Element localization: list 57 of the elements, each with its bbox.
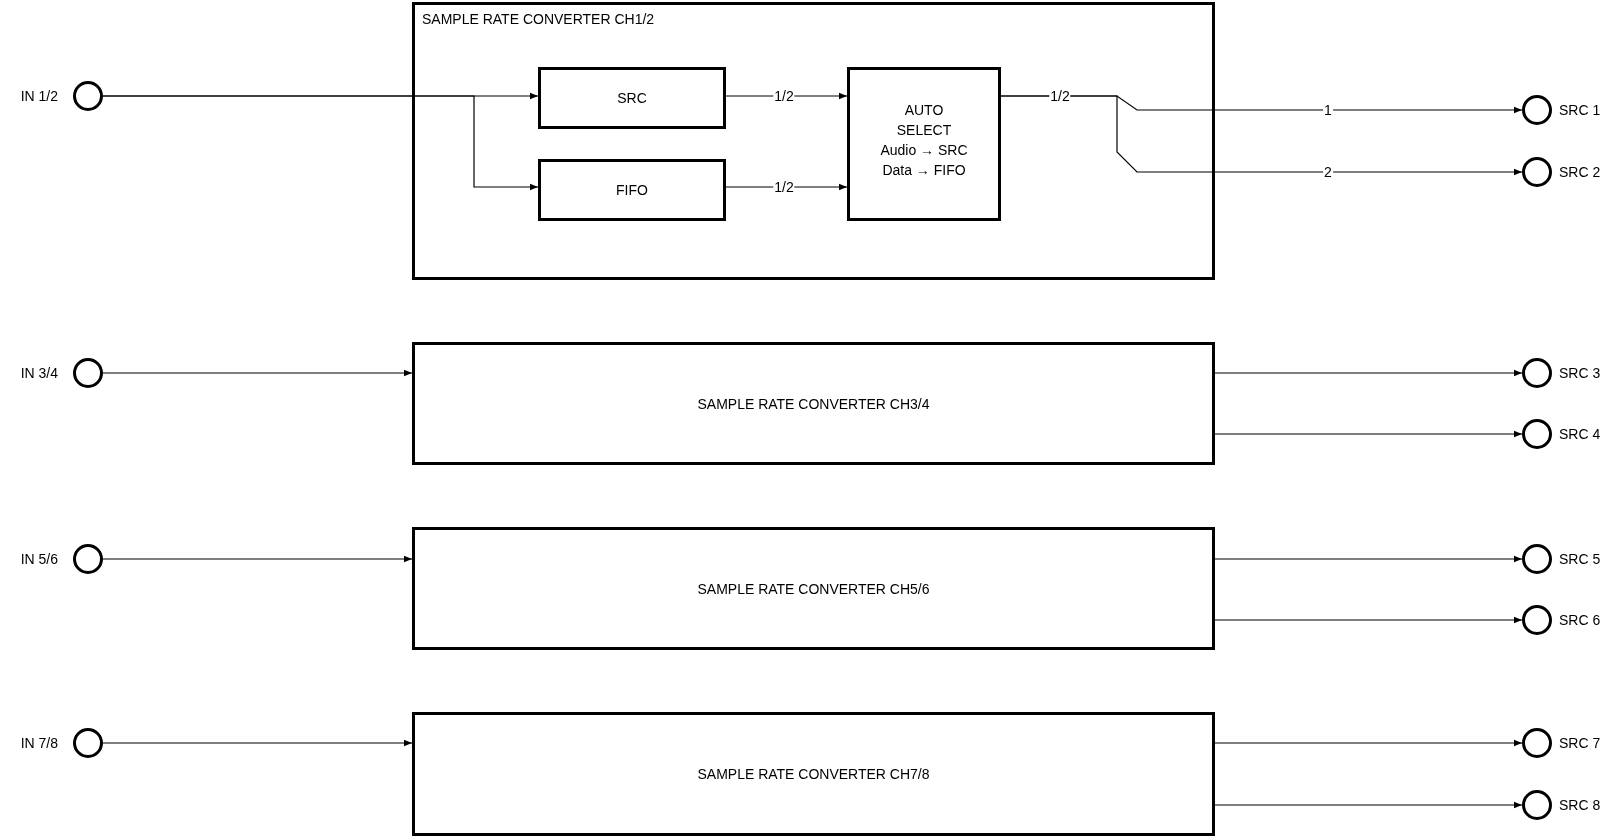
arrow [102, 95, 539, 191]
terminal-circle [1522, 544, 1552, 574]
terminal-label: IN 7/8 [20, 735, 58, 751]
edge-label: 1/2 [773, 88, 795, 104]
process-box [412, 342, 1215, 465]
edge-label: 1 [1323, 102, 1333, 118]
terminal-label: SRC 8 [1559, 797, 1601, 813]
terminal-circle [73, 81, 103, 111]
block-title: SAMPLE RATE CONVERTER CH5/6 [696, 580, 931, 597]
block-description: Audio → SRC Data → FIFO [879, 141, 969, 180]
terminal-label: SRC 7 [1559, 735, 1601, 751]
process-box [412, 2, 1215, 280]
process-box [412, 527, 1215, 650]
process-box [847, 67, 1001, 221]
terminal-circle [1522, 358, 1552, 388]
process-box [412, 712, 1215, 836]
terminal-label: SRC 1 [1559, 102, 1601, 118]
edge-label: 1/2 [773, 179, 795, 195]
terminal-label: SRC 4 [1559, 426, 1601, 442]
arrow [102, 369, 413, 377]
terminal-circle [1522, 95, 1552, 125]
terminal-label: SRC 6 [1559, 612, 1601, 628]
edge-label: 2 [1323, 164, 1333, 180]
arrow [725, 92, 848, 100]
block-title: AUTO SELECT [895, 101, 953, 140]
arrow [725, 183, 848, 191]
terminal-circle [73, 728, 103, 758]
arrow [102, 739, 413, 747]
terminal-circle [1522, 728, 1552, 758]
terminal-circle [1522, 605, 1552, 635]
arrow [1214, 369, 1523, 377]
process-box [538, 67, 726, 129]
terminal-label: IN 1/2 [20, 88, 58, 104]
arrow [1214, 801, 1523, 809]
terminal-circle [73, 544, 103, 574]
block-title: FIFO [615, 182, 649, 198]
signal-label: 1/2 [1049, 88, 1071, 104]
block-title: SAMPLE RATE CONVERTER CH1/2 [422, 11, 655, 27]
terminal-circle [1522, 790, 1552, 820]
block-title: SAMPLE RATE CONVERTER CH7/8 [696, 766, 931, 782]
arrow [1000, 95, 1523, 176]
block-title: SRC [616, 90, 648, 106]
terminal-label: IN 3/4 [20, 365, 58, 381]
terminal-circle [1522, 157, 1552, 187]
terminal-circle [1522, 419, 1552, 449]
terminal-label: IN 5/6 [20, 551, 58, 567]
process-box [538, 159, 726, 221]
arrow [1214, 739, 1523, 747]
terminal-label: SRC 5 [1559, 551, 1601, 567]
block-title: SAMPLE RATE CONVERTER CH3/4 [696, 395, 931, 412]
arrow [1214, 616, 1523, 624]
arrow [102, 555, 413, 563]
terminal-label: SRC 3 [1559, 365, 1601, 381]
terminal-label: SRC 2 [1559, 164, 1601, 180]
arrow [1214, 555, 1523, 563]
arrow [1214, 430, 1523, 438]
terminal-circle [73, 358, 103, 388]
